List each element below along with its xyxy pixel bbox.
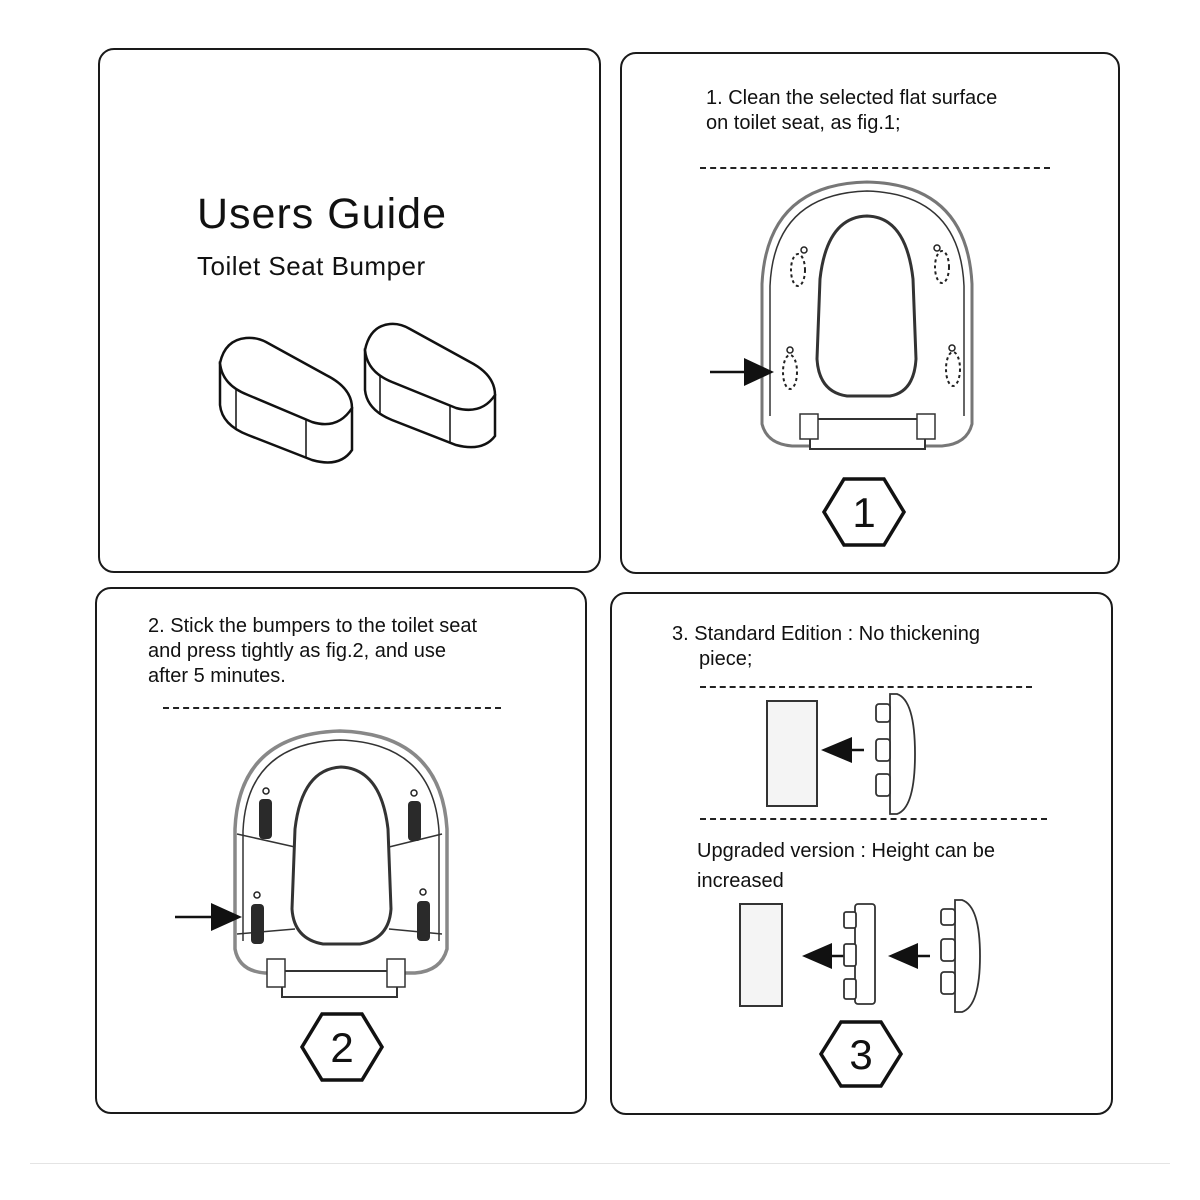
bumper-installed-icons [251, 799, 430, 944]
guide-title: Users Guide [197, 190, 447, 238]
step2-instructions: 2. Stick the bumpers to the toilet seat … [148, 614, 477, 689]
step2-line2: and press tightly as fig.2, and use [148, 640, 446, 662]
toilet-seat-icon [760, 180, 974, 450]
step1-line1: 1. Clean the selected flat surface [706, 87, 998, 109]
standard-edition-fig [766, 693, 916, 815]
bumper-block-icon [739, 903, 783, 1007]
cover-panel: Users Guide Toilet Seat Bumper [98, 48, 601, 573]
bumper-right-icon [363, 322, 497, 449]
step2-badge-number: 2 [330, 1024, 353, 1071]
arrow-right-icon [175, 903, 242, 931]
divider [163, 707, 501, 709]
arrow-left-icon [802, 943, 844, 969]
divider [700, 167, 1050, 169]
step2-line1: 2. Stick the bumpers to the toilet seat [148, 615, 478, 637]
step3-panel: 3. Standard Edition : No thickening piec… [610, 592, 1113, 1115]
bumper-spot-icons [782, 250, 961, 390]
bumper-pair-illustration [218, 322, 497, 464]
step1-badge-number: 1 [852, 489, 875, 536]
step1-line2: on toilet seat, as fig.1; [706, 112, 901, 134]
step2-line3: after 5 minutes. [148, 665, 286, 687]
standard-line2: piece; [699, 648, 753, 670]
step3-upgraded-text: Upgraded version : Height can be increas… [697, 836, 995, 896]
standard-line1: 3. Standard Edition : No thickening [672, 623, 980, 645]
divider [700, 818, 1047, 820]
step3-badge: 3 [818, 1020, 904, 1088]
upgraded-line1: Upgraded version : Height can be [697, 840, 995, 862]
step3-standard-text: 3. Standard Edition : No thickening piec… [672, 622, 980, 672]
step3-badge-number: 3 [849, 1031, 872, 1078]
guide-subtitle: Toilet Seat Bumper [197, 251, 426, 281]
step1-panel: 1. Clean the selected flat surface on to… [620, 52, 1120, 574]
bumper-block-icon [766, 700, 818, 807]
seat-bracket-icon [940, 899, 981, 1013]
toilet-seat-icon [233, 729, 449, 998]
step2-panel: 2. Stick the bumpers to the toilet seat … [95, 587, 587, 1114]
page-bottom-rule [30, 1163, 1170, 1164]
arrow-left-icon [821, 737, 864, 763]
upgraded-version-fig: 3 [739, 899, 981, 1088]
step1-badge: 1 [821, 477, 907, 547]
thickening-piece-icon [843, 903, 876, 1005]
toilet-seat-fig1: 1 [710, 180, 974, 547]
step2-badge: 2 [299, 1012, 385, 1082]
divider [700, 686, 1032, 688]
arrow-left-icon [888, 943, 930, 969]
arrow-right-icon [710, 358, 774, 386]
step1-instructions: 1. Clean the selected flat surface on to… [706, 86, 997, 136]
toilet-seat-fig2: 2 [175, 729, 449, 1082]
seat-bracket-icon [875, 693, 916, 815]
upgraded-line2: increased [697, 870, 784, 892]
bumper-left-icon [218, 336, 354, 464]
